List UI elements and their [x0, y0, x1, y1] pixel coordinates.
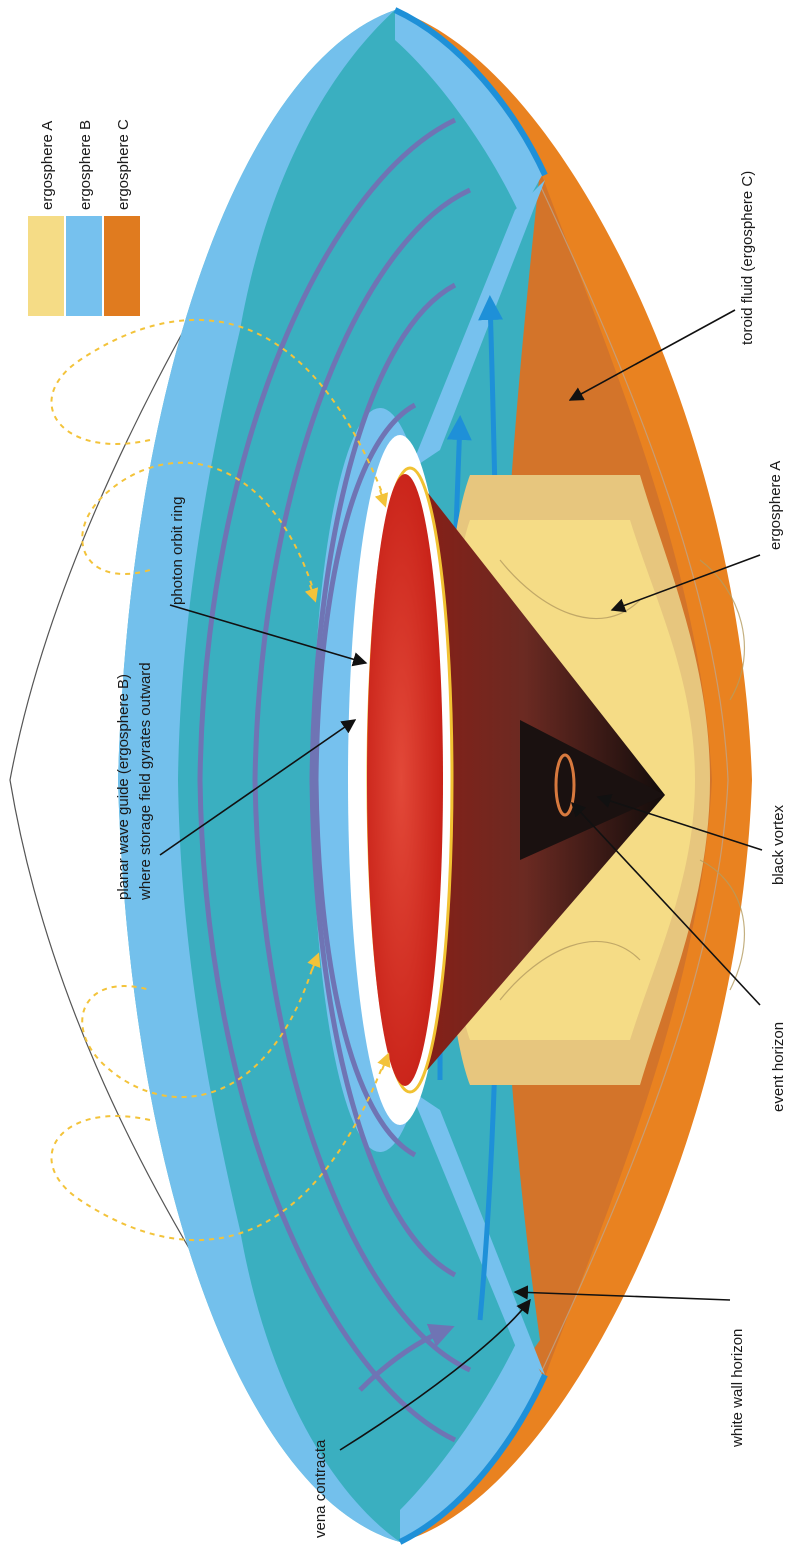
ergosphere-b-rim-stroke	[393, 7, 548, 177]
legend-label-b: ergosphere B	[77, 120, 94, 210]
ergosphere-b-rim-stroke-bottom	[398, 1373, 548, 1545]
yellow-field-lines	[50, 319, 386, 1241]
leader-toroid	[568, 309, 736, 401]
leader-ergosphere-a	[610, 554, 761, 613]
leader-event-horizon	[571, 801, 761, 1006]
label-ergosphere-a: ergosphere A	[767, 461, 784, 550]
label-planar-wave-guide-2: where storage field gyrates outward	[137, 662, 154, 901]
event-horizon-ring	[554, 753, 576, 817]
label-toroid-fluid: toroid fluid (ergosphere C)	[739, 171, 756, 345]
label-black-vortex: black vortex	[770, 804, 787, 885]
label-white-wall-horizon: white wall horizon	[729, 1329, 746, 1448]
legend-label-a: ergosphere A	[39, 121, 56, 210]
label-planar-wave-guide-1: planar wave guide (ergosphere B)	[115, 674, 132, 900]
legend-swatch-c	[104, 216, 140, 316]
ergosphere-b-outer-band	[118, 10, 400, 1542]
legend-label-c: ergosphere C	[115, 119, 132, 210]
leader-lines	[159, 309, 763, 1451]
label-vena-contracta: vena contracta	[312, 1439, 329, 1538]
label-photon-orbit-ring: photon orbit ring	[169, 497, 186, 605]
legend-swatch-b	[66, 216, 102, 316]
ergosphere-b-lip-bottom	[400, 1335, 545, 1542]
legend-swatch-a	[28, 216, 64, 316]
wave-guide-band	[410, 180, 545, 470]
toroid-rim	[395, 10, 752, 1542]
legend: ergosphere A ergosphere B ergosphere C	[28, 119, 140, 316]
field-rings	[197, 117, 472, 1443]
leader-vena-contracta	[339, 1298, 531, 1451]
leader-black-vortex	[596, 794, 763, 851]
black-vortex	[520, 720, 665, 860]
toroid-inner-line	[539, 184, 729, 1376]
ergosphere-b-lip-top	[395, 10, 545, 215]
leader-photon-orbit	[169, 604, 368, 667]
core-red-disc	[367, 474, 443, 1086]
field-ring-arrow	[358, 1323, 455, 1392]
label-event-horizon: event horizon	[770, 1022, 787, 1112]
wave-guide-band-lower	[410, 1090, 545, 1375]
outer-envelope-line	[9, 167, 281, 1391]
leader-wave-guide	[159, 719, 357, 856]
yellow-field-arrowheads	[304, 489, 391, 1071]
leader-white-wall	[513, 1285, 731, 1301]
